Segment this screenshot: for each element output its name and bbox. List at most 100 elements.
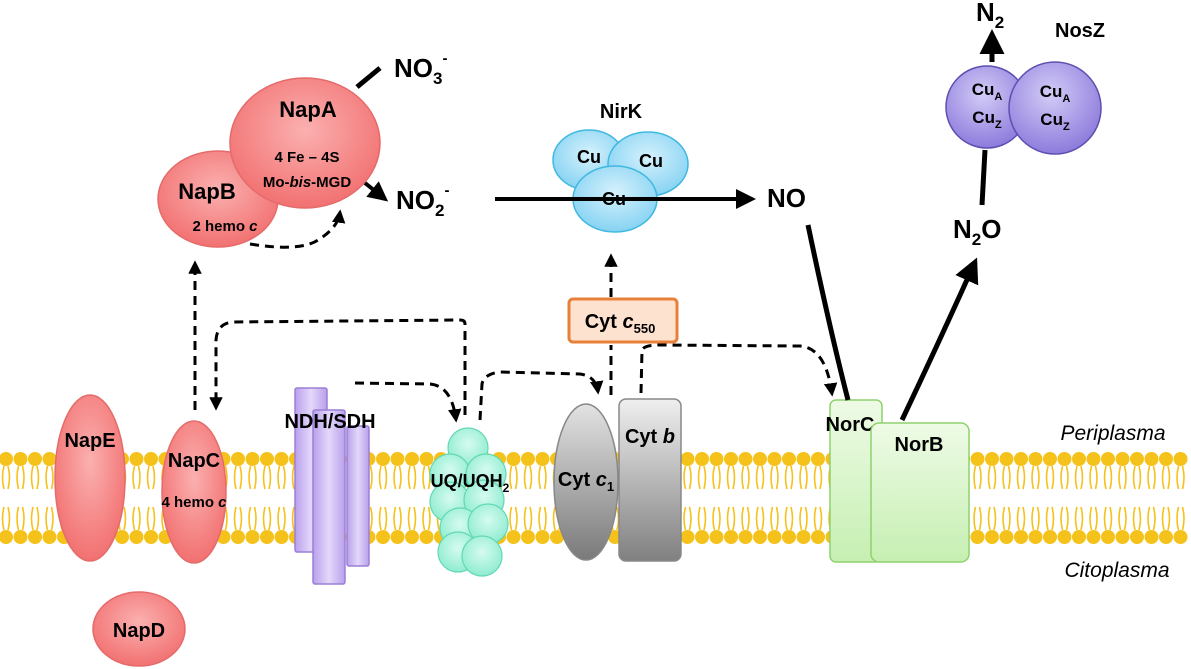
lipid-tail (233, 465, 237, 490)
lipid-head (1057, 530, 1072, 544)
electron-flow-arrows (188, 209, 838, 423)
napd-protein: NapD (92, 591, 186, 667)
lipid-tail (1094, 506, 1098, 531)
lipid-head (695, 530, 709, 544)
lipid-tail (152, 465, 156, 490)
lipid-tail (422, 506, 426, 531)
lipid-tail (1074, 506, 1078, 531)
lipid-head (985, 530, 999, 544)
lipid-tail (993, 506, 997, 531)
lipid-tail (137, 465, 141, 490)
cytoplasm-label: Citoplasma (1064, 559, 1169, 582)
lipid-tail (552, 506, 556, 531)
lipid-tail (1007, 506, 1011, 531)
uq-label: UQ/UQH2 (431, 471, 510, 495)
lipid-tail (813, 506, 817, 531)
lipid-head (753, 452, 767, 466)
lipid-tail (1147, 465, 1151, 490)
lipid-tail (1074, 465, 1078, 490)
nosz-cuz-2: CuZ (1040, 110, 1070, 133)
ubiquinone-pool: UQ/UQH2 (429, 427, 510, 577)
lipid-tail (248, 465, 252, 490)
lipid-tail (413, 465, 417, 490)
lipid-tail (697, 506, 701, 531)
lipid-tail (688, 465, 692, 490)
lipid-tail (1161, 465, 1165, 490)
lipid-tail (1051, 465, 1055, 490)
lipid-tail (369, 465, 373, 490)
lipid-tail (1080, 506, 1084, 531)
lipid-head (419, 530, 434, 544)
cyt-b-label: Cyt b (625, 426, 675, 448)
lipid-tail (1016, 465, 1020, 490)
nirk-protein: NirK Cu Cu Cu (552, 101, 689, 233)
ndh-sdh-label: NDH/SDH (284, 411, 375, 433)
lipid-head (796, 530, 811, 544)
lipid-tail (1080, 465, 1084, 490)
lipid-tail (1022, 506, 1026, 531)
ndh-sdh-complex: NDH/SDH (284, 387, 376, 585)
lipid-head (1086, 452, 1101, 466)
norc-label: NorC (826, 414, 875, 436)
lipid-tail (703, 465, 707, 490)
lipid-head (999, 452, 1014, 466)
lipid-tail (36, 506, 40, 531)
lipid-tail (1152, 506, 1156, 531)
lipid-tail (1109, 465, 1113, 490)
lipid-head (1101, 452, 1115, 466)
lipid-head (260, 530, 274, 544)
napd-label: NapD (113, 620, 165, 642)
nitrous-oxide-label: N2O (953, 214, 1001, 249)
lipid-head (1057, 452, 1072, 466)
lipid-head (405, 452, 419, 466)
lipid-tail (1167, 465, 1171, 490)
napa-protein: NapA 4 Fe – 4S Mo-bis-MGD (229, 77, 381, 209)
lipid-tail (987, 506, 991, 531)
lipid-tail (384, 465, 388, 490)
lipid-tail (1036, 465, 1040, 490)
cyt-c1-label: Cyt c1 (558, 469, 614, 494)
lipid-tail (1103, 506, 1107, 531)
lipid-tail (732, 465, 736, 490)
lipid-head (506, 452, 521, 466)
lipid-tail (378, 465, 382, 490)
lipid-tail (538, 506, 542, 531)
nitrate-binding-line (355, 66, 382, 89)
lipid-head (1159, 530, 1173, 544)
lipid-head (767, 530, 782, 544)
lipid-head (1173, 452, 1188, 466)
lipid-tail (1181, 506, 1185, 531)
lipid-head (970, 530, 985, 544)
lipid-tail (978, 465, 982, 490)
napc-protein: NapC 4 hemo c (161, 420, 227, 564)
lipid-tail (393, 465, 397, 490)
lipid-head (550, 530, 564, 544)
n2o-to-nosz-line (979, 149, 988, 206)
lipid-head (709, 452, 724, 466)
lipid-head (782, 530, 796, 544)
lipid-tail (1181, 465, 1185, 490)
lipid-tail (413, 506, 417, 531)
lipid-head (680, 530, 695, 544)
lipid-tail (152, 506, 156, 531)
lipid-tail (1176, 506, 1180, 531)
napc-hemo-label: 4 hemo c (161, 494, 227, 511)
lipid-tail (146, 506, 150, 531)
lipid-head (811, 530, 825, 544)
lipid-head (521, 452, 535, 466)
lipid-tail (398, 506, 402, 531)
lipid-tail (819, 506, 823, 531)
lipid-tail (1065, 465, 1069, 490)
lipid-tail (1138, 506, 1142, 531)
lipid-head (1159, 452, 1173, 466)
lipid-tail (683, 506, 687, 531)
lipid-tail (146, 465, 150, 490)
lipid-tail (688, 506, 692, 531)
lipid-tail (1, 506, 5, 531)
lipid-tail (784, 506, 788, 531)
lipid-head (13, 530, 28, 544)
lipid-head (1101, 530, 1115, 544)
lipid-tail (1123, 465, 1127, 490)
lipid-tail (1, 465, 5, 490)
napa-cofactor-fes: 4 Fe – 4S (274, 149, 339, 166)
